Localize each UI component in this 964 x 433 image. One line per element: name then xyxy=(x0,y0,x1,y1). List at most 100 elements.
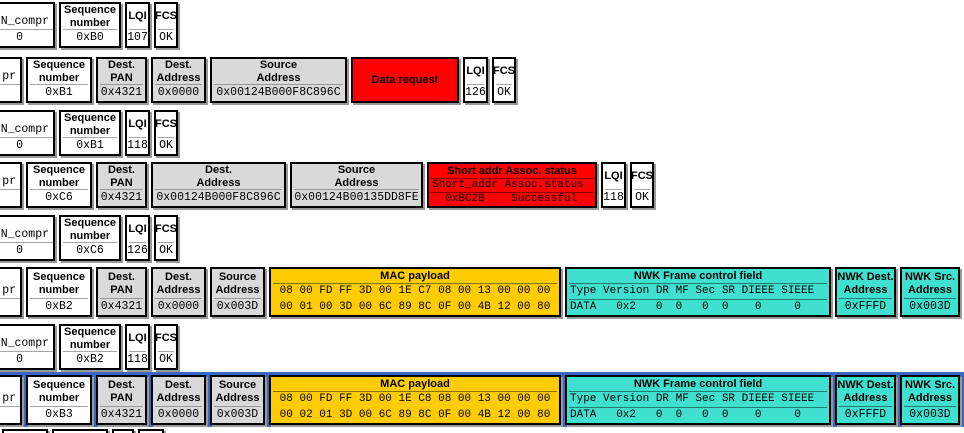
divider xyxy=(100,189,143,190)
divider xyxy=(904,406,956,407)
lqi-field: LQI 118 xyxy=(125,110,150,156)
divider xyxy=(100,84,143,85)
dest-address-label: Dest. Address xyxy=(156,379,201,404)
fcs-field: FCS xyxy=(138,429,164,433)
divider xyxy=(129,29,146,30)
nwk-fcf-title: NWK Frame control field xyxy=(633,269,763,282)
frame-row-3[interactable]: N_compr 0 Sequence number 0xB1 LQI 118 F… xyxy=(0,110,178,156)
dest-address-value: 0x0000 xyxy=(157,300,200,313)
frame-row-7[interactable]: N_compr 0 Sequence number 0xB2 LQI 118 F… xyxy=(0,324,178,370)
fcs-label: FCS xyxy=(155,118,177,131)
divider xyxy=(30,406,88,407)
divider xyxy=(155,189,282,190)
lqi-field: LQI 107 xyxy=(125,2,150,48)
mac-payload-hex-line1: 08 00 FD FF 3D 00 1E C7 08 00 13 00 00 0… xyxy=(279,285,551,298)
fcs-value: OK xyxy=(159,31,173,44)
frame-row-4[interactable]: pr Sequence number 0xC6 Dest. PAN 0x4321… xyxy=(0,162,654,208)
divider xyxy=(158,137,174,138)
lqi-label: LQI xyxy=(128,118,147,131)
divider xyxy=(431,192,593,193)
frame-row-9-clipped[interactable]: Sequence number LQI FCS xyxy=(2,429,164,433)
divider xyxy=(129,242,146,243)
nwk-dest-address-value: 0xFFFD xyxy=(844,408,887,421)
fcs-field: FCS OK xyxy=(154,110,178,156)
dest-pan-value: 0x4321 xyxy=(100,408,143,421)
assoc-status-field: Short addr Assoc. status Short_addr Asso… xyxy=(427,162,597,208)
frame-control-field-cut: pr xyxy=(0,162,22,208)
nwk-fcf-values: DATA 0x2 0 0 0 0 0 0 xyxy=(570,409,802,421)
nwk-frame-control-field: NWK Frame control field Type Version DR … xyxy=(565,375,831,425)
pan-compr-value: 0 xyxy=(16,353,23,366)
nwk-dest-address-label: NWK Dest. Address xyxy=(837,379,894,404)
lqi-value: 118 xyxy=(127,353,148,366)
divider xyxy=(569,407,827,408)
pan-compr-column-label: N_compr xyxy=(0,336,53,352)
divider xyxy=(839,406,892,407)
cut-header-space xyxy=(0,326,53,336)
divider xyxy=(155,84,202,85)
dest-pan-label: Dest. PAN xyxy=(108,271,135,296)
nwk-src-address-field: NWK Src. Address 0x003D xyxy=(900,267,960,317)
nwk-dest-address-label: NWK Dest. Address xyxy=(837,271,894,296)
pan-compr-column-label: N_compr xyxy=(0,122,53,138)
frame-control-field-cut: N_compr 0 xyxy=(0,110,55,156)
source-address-value: 0x00124B00135DD8FE xyxy=(294,191,419,204)
pan-compr-value: 0 xyxy=(16,31,23,44)
divider xyxy=(569,283,827,284)
divider xyxy=(214,298,261,299)
frame-row-6[interactable]: pr Sequence number 0xB2 Dest. PAN 0x4321… xyxy=(0,267,960,317)
lqi-value: 126 xyxy=(465,86,486,99)
frame-row-8-selected[interactable]: pr Sequence number 0xB3 Dest. PAN 0x4321… xyxy=(0,375,960,425)
pan-compr-column-label: N_compr xyxy=(0,227,53,243)
divider xyxy=(496,84,512,85)
lqi-value: 118 xyxy=(127,139,148,152)
dest-pan-value: 0x4321 xyxy=(100,191,143,204)
cut-header-space xyxy=(0,112,53,122)
cut-header-space xyxy=(0,59,20,69)
dest-pan-field: Dest. PAN 0x4321 xyxy=(96,162,147,208)
nwk-src-address-value: 0x003D xyxy=(909,300,951,313)
lqi-value: 126 xyxy=(127,244,148,257)
divider xyxy=(214,406,261,407)
sequence-number-field: Sequence number 0xC6 xyxy=(59,215,121,261)
source-address-field: Source Address 0x00124B000F8C896C xyxy=(210,57,347,103)
compr-column-label: pr xyxy=(0,391,20,407)
sequence-number-label: Sequence number xyxy=(33,271,85,296)
source-address-field: Source Address 0x003D xyxy=(210,375,265,425)
frame-row-2[interactable]: pr Sequence number 0xB1 Dest. PAN 0x4321… xyxy=(0,57,516,103)
source-address-label: Source Address xyxy=(215,271,260,296)
sequence-number-value: 0xB2 xyxy=(45,300,73,313)
frame-row-5[interactable]: N_compr 0 Sequence number 0xC6 LQI 126 F… xyxy=(0,215,178,261)
divider xyxy=(605,189,622,190)
dest-pan-label: Dest. PAN xyxy=(108,59,135,84)
sequence-number-field: Sequence number xyxy=(52,429,108,433)
mac-command-field: Data request xyxy=(351,57,459,103)
nwk-src-address-label: NWK Src. Address xyxy=(904,271,956,296)
sequence-number-label: Sequence number xyxy=(33,379,85,404)
lqi-value: 107 xyxy=(127,31,148,44)
divider xyxy=(30,189,88,190)
divider xyxy=(294,189,419,190)
divider xyxy=(155,298,202,299)
divider xyxy=(155,406,202,407)
lqi-field: LQI xyxy=(112,429,134,433)
divider xyxy=(30,84,88,85)
lqi-field: LQI 126 xyxy=(125,215,150,261)
dest-pan-field: Dest. PAN 0x4321 xyxy=(96,267,147,317)
dest-address-value: 0x00124B000F8C896C xyxy=(156,191,281,204)
divider xyxy=(63,242,117,243)
fcs-label: FCS xyxy=(155,10,177,23)
dest-address-label: Dest. Address xyxy=(196,164,241,189)
lqi-field: LQI 126 xyxy=(463,57,488,103)
dest-address-value: 0x0000 xyxy=(157,86,200,99)
sequence-number-label: Sequence number xyxy=(64,217,116,242)
nwk-frame-control-field: NWK Frame control field Type Version DR … xyxy=(565,267,831,317)
frame-row-1[interactable]: N_compr 0 Sequence number 0xB0 LQI 107 F… xyxy=(0,2,178,48)
divider xyxy=(63,351,117,352)
nwk-fcf-columns: Type Version DR MF Sec SR DIEEE SIEEE xyxy=(570,393,815,405)
fcs-value: OK xyxy=(497,86,511,99)
divider xyxy=(100,298,143,299)
dest-address-field: Dest. Address 0x0000 xyxy=(151,57,206,103)
cut-header-space xyxy=(0,164,20,174)
divider xyxy=(63,29,117,30)
